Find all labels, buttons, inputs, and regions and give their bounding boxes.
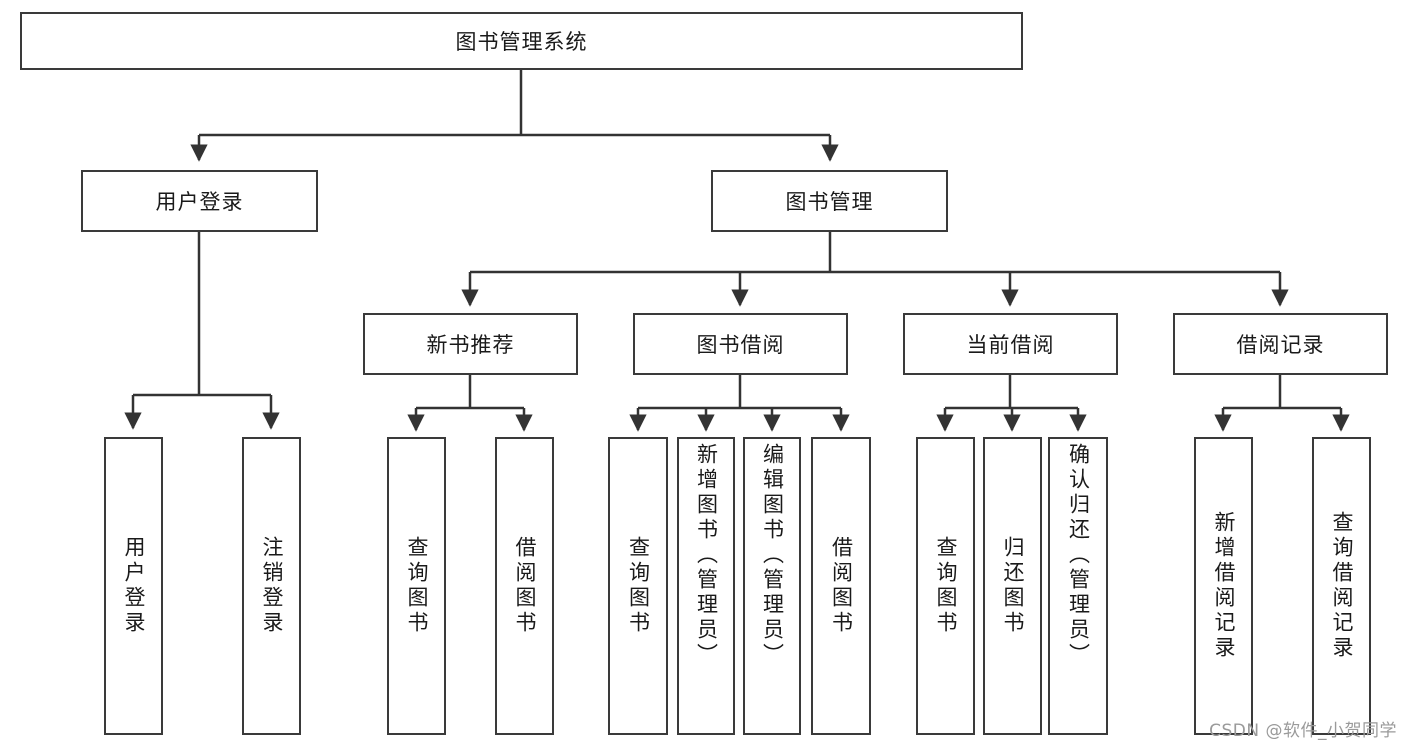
leaf-confirm-return-label: 确认归还（管理员） <box>1066 443 1091 668</box>
node-borrow-record-label: 借阅记录 <box>1236 333 1325 357</box>
node-new-book-recommend-label: 新书推荐 <box>426 333 515 357</box>
leaf-add-record[interactable]: 新增借阅记录 <box>1194 437 1253 735</box>
watermark: CSDN @软件_小贺同学 <box>1209 721 1397 741</box>
leaf-borrow-book-1-label: 借阅图书 <box>513 536 537 636</box>
leaf-query-record-label: 查询借阅记录 <box>1330 511 1354 661</box>
leaf-borrow-book-2-label: 借阅图书 <box>829 536 854 636</box>
leaf-add-book-label: 新增图书（管理员） <box>694 443 719 668</box>
leaf-user-login[interactable]: 用户登录 <box>104 437 163 735</box>
leaf-query-book-3-label: 查询图书 <box>934 536 958 636</box>
node-current-borrow[interactable]: 当前借阅 <box>903 313 1118 375</box>
leaf-query-book-1[interactable]: 查询图书 <box>387 437 446 735</box>
leaf-edit-book[interactable]: 编辑图书（管理员） <box>743 437 801 735</box>
node-current-borrow-label: 当前借阅 <box>966 333 1055 357</box>
leaf-user-login-label: 用户登录 <box>122 536 146 636</box>
node-book-manage-label: 图书管理 <box>785 190 874 214</box>
leaf-edit-book-label: 编辑图书（管理员） <box>760 443 785 668</box>
leaf-logout[interactable]: 注销登录 <box>242 437 301 735</box>
node-book-borrow[interactable]: 图书借阅 <box>633 313 848 375</box>
leaf-return-book-label: 归还图书 <box>1001 536 1025 636</box>
node-book-borrow-label: 图书借阅 <box>696 333 785 357</box>
node-user-login[interactable]: 用户登录 <box>81 170 318 232</box>
node-root[interactable]: 图书管理系统 <box>20 12 1023 70</box>
leaf-logout-label: 注销登录 <box>260 536 284 636</box>
leaf-return-book[interactable]: 归还图书 <box>983 437 1042 735</box>
leaf-confirm-return[interactable]: 确认归还（管理员） <box>1048 437 1108 735</box>
node-new-book-recommend[interactable]: 新书推荐 <box>363 313 578 375</box>
leaf-query-record[interactable]: 查询借阅记录 <box>1312 437 1371 735</box>
leaf-query-book-2[interactable]: 查询图书 <box>608 437 668 735</box>
leaf-borrow-book-1[interactable]: 借阅图书 <box>495 437 554 735</box>
leaf-query-book-3[interactable]: 查询图书 <box>916 437 975 735</box>
leaf-borrow-book-2[interactable]: 借阅图书 <box>811 437 871 735</box>
node-borrow-record[interactable]: 借阅记录 <box>1173 313 1388 375</box>
node-book-manage[interactable]: 图书管理 <box>711 170 948 232</box>
leaf-add-book[interactable]: 新增图书（管理员） <box>677 437 735 735</box>
leaf-query-book-1-label: 查询图书 <box>405 536 429 636</box>
leaf-add-record-label: 新增借阅记录 <box>1212 511 1236 661</box>
leaf-query-book-2-label: 查询图书 <box>626 536 651 636</box>
node-root-label: 图书管理系统 <box>455 30 588 54</box>
node-user-login-label: 用户登录 <box>155 190 244 214</box>
